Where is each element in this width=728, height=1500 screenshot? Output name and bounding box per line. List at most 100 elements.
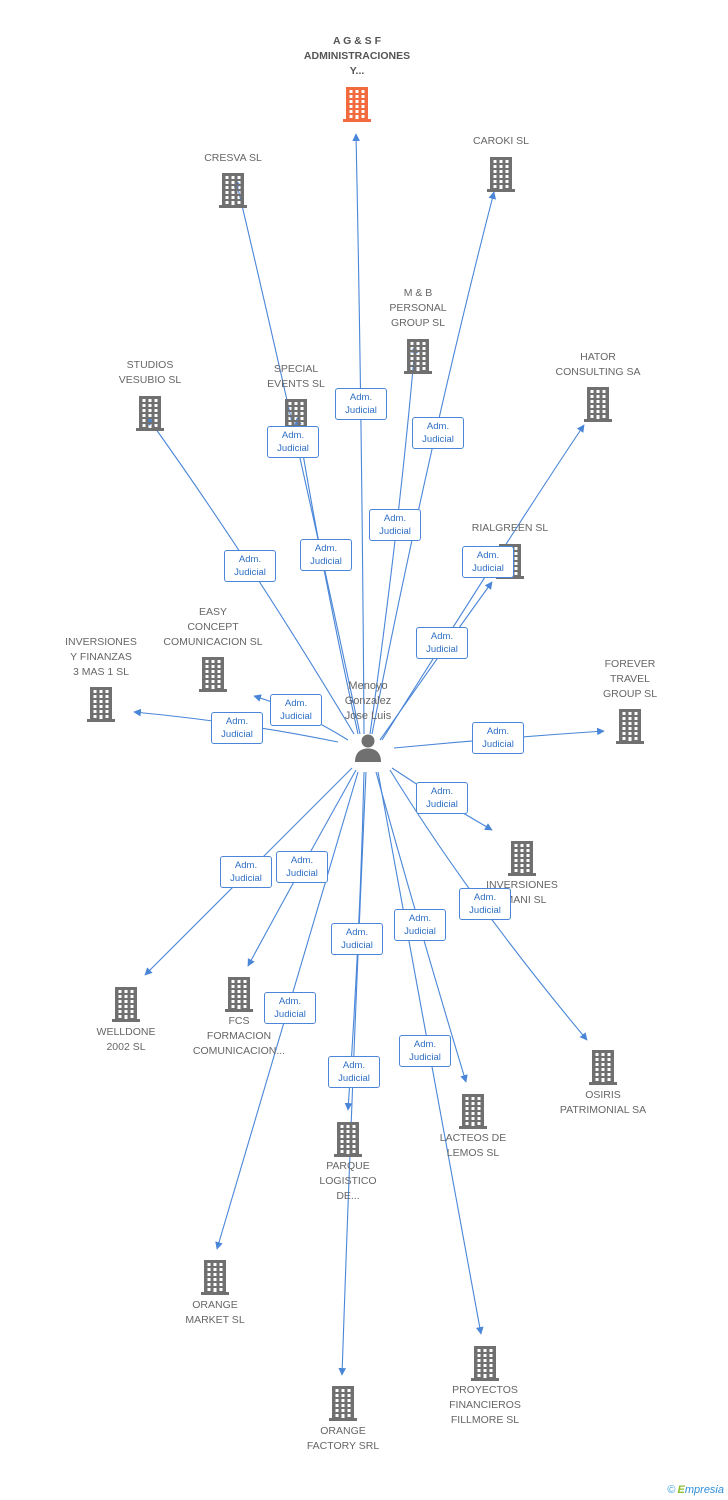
copyright-symbol: ©	[667, 1484, 676, 1496]
building-icon[interactable]	[328, 1385, 358, 1421]
edge-role-line: Adm.	[234, 860, 258, 871]
person-name-line: Gonzalez	[344, 695, 392, 707]
edge-role-line: Adm.	[473, 892, 497, 903]
building-icon[interactable]	[224, 976, 254, 1012]
edge-role-label: Adm. Judicial	[394, 909, 446, 941]
brand-initial: E	[677, 1484, 685, 1496]
edge-role-line: Judicial	[345, 405, 377, 416]
company-name-line: ORANGE	[320, 1425, 366, 1437]
building-icon[interactable]	[111, 986, 141, 1022]
company-name-line: INVERSIONES	[65, 636, 137, 648]
edge-role-line: Adm.	[349, 392, 373, 403]
edge-arrow	[371, 191, 496, 735]
edge-role-label: Adm.Judicial	[270, 694, 322, 726]
building-icon[interactable]	[200, 1259, 230, 1295]
company-name-line: CONCEPT	[187, 621, 239, 633]
company-name-line: Y FINANZAS	[70, 651, 132, 663]
building-icon[interactable]	[198, 656, 228, 692]
edge-role-label: Adm. Judicial	[412, 417, 464, 449]
person-name-line: Menoyo	[348, 680, 388, 692]
company-name[interactable]: EASY CONCEPT COMUNICACION SL	[143, 605, 283, 650]
building-icon[interactable]	[583, 386, 613, 422]
company-name-line: FINANCIEROS	[449, 1399, 521, 1411]
company-name-line: SPECIAL	[273, 363, 319, 375]
company-name-line: EASY	[198, 606, 227, 618]
edge-role-line: Judicial	[469, 905, 501, 916]
edge-arrow	[352, 133, 365, 735]
edge-role-label: Adm. Judicial	[267, 426, 319, 458]
edge-role-line: Judicial	[230, 873, 262, 884]
building-icon[interactable]	[588, 1049, 618, 1085]
company-name-line: PATRIMONIAL SA	[559, 1104, 647, 1116]
edge-role-line: Adm.	[408, 913, 432, 924]
building-icon[interactable]	[333, 1121, 363, 1157]
company-name-line: ORANGE	[192, 1299, 238, 1311]
edge-role-line: Judicial	[422, 434, 454, 445]
building-icon[interactable]	[486, 156, 516, 192]
edge-role-line: Adm.	[225, 716, 249, 727]
edge-role-line: Adm.	[430, 631, 454, 642]
person-name-line: Jose Luis	[344, 710, 392, 722]
company-name-line: FORMACION	[206, 1030, 272, 1042]
edge-role-line: Judicial	[404, 926, 436, 937]
building-icon[interactable]	[458, 1093, 488, 1129]
edge-role-label: Adm.Judicial	[300, 539, 352, 571]
building-icon[interactable]	[615, 708, 645, 744]
company-name-line: COMUNICACION...	[192, 1045, 286, 1057]
company-name-line: CAROKI SL	[472, 135, 530, 147]
building-icon[interactable]	[86, 686, 116, 722]
company-name-line: FILLMORE SL	[450, 1414, 520, 1426]
company-name-line: COMUNICACION SL	[163, 636, 263, 648]
company-name[interactable]: INVERSIONES Y FINANZAS 3 MAS 1 SL	[31, 635, 171, 680]
edge-role-label: Adm.Judicial	[416, 627, 468, 659]
company-name[interactable]: CAROKI SL	[431, 134, 571, 149]
company-name[interactable]: ORANGE FACTORY SRL	[273, 1424, 413, 1454]
edge-role-line: Judicial	[274, 1009, 306, 1020]
edge-role-line: Judicial	[286, 868, 318, 879]
company-name-line: STUDIOS	[126, 359, 174, 371]
company-name-line: A G & S F	[332, 35, 382, 47]
edge-role-label: Adm.Judicial	[462, 546, 514, 578]
edge-role-label: Adm.Judicial	[211, 712, 263, 744]
company-name-line: FACTORY SRL	[306, 1440, 380, 1452]
company-name-line: 2002 SL	[106, 1041, 146, 1053]
edge-role-line: Adm.	[383, 513, 407, 524]
company-name-line: CONSULTING SA	[555, 366, 641, 378]
empresia-brand[interactable]: ©Empresia	[667, 1484, 724, 1496]
building-icon[interactable]	[218, 172, 248, 208]
edge-role-line: Adm.	[290, 855, 314, 866]
company-name-line: DE...	[336, 1190, 360, 1202]
company-name-line: 3 MAS 1 SL	[72, 666, 130, 678]
edge-role-label: Adm.Judicial	[416, 782, 468, 814]
company-name-line: CRESVA SL	[204, 152, 262, 164]
edge-role-line: Adm.	[413, 1039, 437, 1050]
building-icon[interactable]	[135, 395, 165, 431]
building-icon[interactable]	[507, 840, 537, 876]
edge-role-line: Judicial	[277, 443, 309, 454]
edge-role-line: Adm.	[426, 421, 450, 432]
company-name[interactable]: RIALGREEN SL	[440, 521, 580, 536]
company-name[interactable]: CRESVA SL	[163, 151, 303, 166]
person-icon[interactable]	[353, 733, 383, 763]
company-name-line: TRAVEL	[609, 673, 651, 685]
edge-role-line: Adm.	[476, 550, 500, 561]
highlighted-building-icon[interactable]	[342, 86, 372, 122]
edge-role-line: Adm.	[238, 554, 262, 565]
edge-role-line: Adm.	[281, 430, 305, 441]
building-icon[interactable]	[403, 338, 433, 374]
building-icon[interactable]	[470, 1345, 500, 1381]
